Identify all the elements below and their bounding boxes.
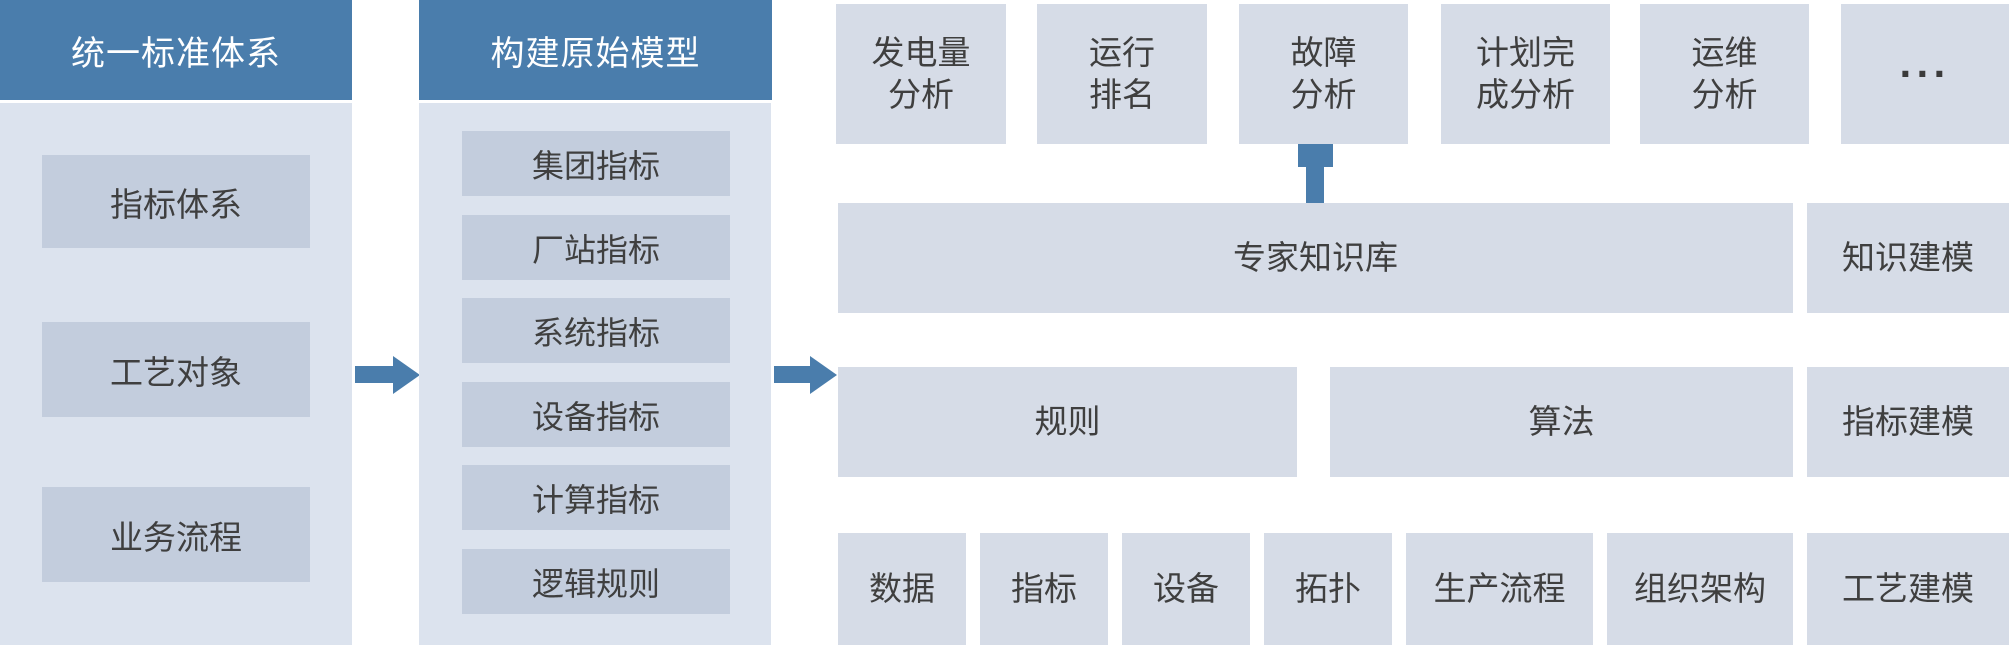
box-plant-indicator: 厂站指标	[462, 215, 730, 280]
arrow-right-icon	[774, 366, 810, 383]
box-indicator: 指标	[980, 533, 1108, 645]
box-calculation-indicator: 计算指标	[462, 465, 730, 530]
box-algorithms: 算法	[1330, 367, 1793, 477]
box-rules: 规则	[838, 367, 1297, 477]
arrow-right-head-icon	[810, 356, 837, 394]
box-logic-rule: 逻辑规则	[462, 549, 730, 614]
box-indicator-system: 指标体系	[42, 155, 310, 248]
arrow-right-head-icon	[393, 356, 420, 394]
box-organization-structure: 组织架构	[1607, 533, 1793, 645]
box-process-modeling: 工艺建模	[1807, 533, 2009, 645]
box-indicator-modeling: 指标建模	[1807, 367, 2009, 477]
connector-stem-icon	[1298, 144, 1333, 167]
box-operation-ranking: 运行 排名	[1037, 4, 1207, 144]
original-model-header: 构建原始模型	[419, 0, 772, 100]
box-fault-analysis: 故障 分析	[1239, 4, 1408, 144]
box-plan-completion-analysis: 计划完 成分析	[1441, 4, 1610, 144]
box-data: 数据	[838, 533, 966, 645]
box-production-process: 生产流程	[1406, 533, 1593, 645]
box-knowledge-modeling: 知识建模	[1807, 203, 2009, 313]
box-expert-knowledge-base: 专家知识库	[838, 203, 1793, 313]
box-system-indicator: 系统指标	[462, 298, 730, 363]
box-business-process: 业务流程	[42, 487, 310, 582]
connector-stem-icon	[1306, 167, 1324, 203]
box-topology: 拓扑	[1264, 533, 1392, 645]
box-equipment: 设备	[1122, 533, 1250, 645]
box-equipment-indicator: 设备指标	[462, 382, 730, 447]
box-more-ellipsis: ···	[1841, 4, 2009, 144]
box-process-object: 工艺对象	[42, 322, 310, 417]
unified-standard-header: 统一标准体系	[0, 0, 352, 100]
box-group-indicator: 集团指标	[462, 131, 730, 196]
box-om-analysis: 运维 分析	[1640, 4, 1809, 144]
box-generation-analysis: 发电量 分析	[836, 4, 1006, 144]
arrow-right-icon	[355, 366, 393, 383]
